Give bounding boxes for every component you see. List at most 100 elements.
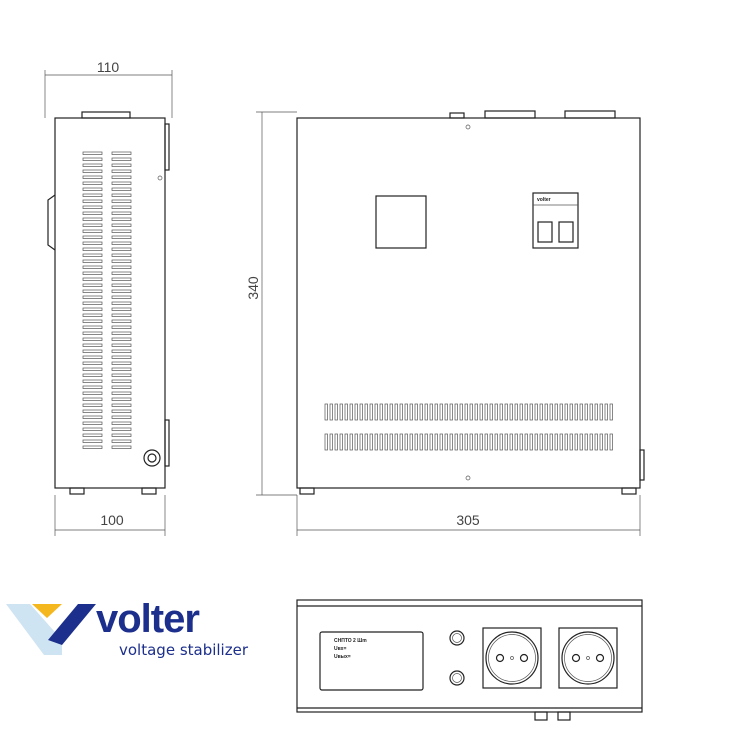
vent-slot xyxy=(374,433,378,451)
vent-slot xyxy=(444,433,448,451)
vent-slot xyxy=(82,253,103,257)
vent-slot xyxy=(324,403,328,421)
vent-slot xyxy=(609,403,613,421)
vent-slot xyxy=(82,295,103,299)
vent-slot xyxy=(354,433,358,451)
vent-slot xyxy=(474,433,478,451)
vent-slot xyxy=(82,355,103,359)
vent-slot xyxy=(111,397,132,401)
vent-slot xyxy=(494,403,498,421)
vent-slot xyxy=(509,433,513,451)
vent-slot xyxy=(564,403,568,421)
vent-slot xyxy=(82,427,103,431)
vent-slot xyxy=(111,361,132,365)
vent-slot xyxy=(111,349,132,353)
vent-slot xyxy=(434,433,438,451)
vent-slot xyxy=(349,433,353,451)
vent-slot xyxy=(111,373,132,377)
vent-slot xyxy=(389,403,393,421)
vent-slot xyxy=(584,433,588,451)
vent-slot xyxy=(111,307,132,311)
vent-slot xyxy=(484,403,488,421)
vent-slot xyxy=(359,403,363,421)
vent-slot xyxy=(479,433,483,451)
vent-slot xyxy=(344,433,348,451)
vent-slot xyxy=(334,403,338,421)
vent-slot xyxy=(584,403,588,421)
vent-slot xyxy=(464,433,468,451)
vent-slot xyxy=(111,289,132,293)
vent-slot xyxy=(111,391,132,395)
vent-slot xyxy=(534,433,538,451)
vent-slot xyxy=(82,271,103,275)
display-line: Uвх= xyxy=(334,646,346,652)
side-vents xyxy=(82,151,132,449)
vent-slot xyxy=(111,343,132,347)
dimension-lines: 110 100 340 305 xyxy=(44,59,641,536)
vent-slot xyxy=(344,403,348,421)
vent-slot xyxy=(111,265,132,269)
vent-slot xyxy=(111,253,132,257)
vent-slot xyxy=(334,433,338,451)
vent-slot xyxy=(499,403,503,421)
vent-slot xyxy=(439,433,443,451)
vent-slot xyxy=(409,403,413,421)
vent-slot xyxy=(82,325,103,329)
vent-slot xyxy=(82,373,103,377)
vent-slot xyxy=(509,403,513,421)
vent-slot xyxy=(379,403,383,421)
vent-slot xyxy=(82,259,103,263)
vent-slot xyxy=(82,331,103,335)
dim-side-bottom: 100 xyxy=(100,512,124,528)
vent-slot xyxy=(479,403,483,421)
vent-slot xyxy=(111,301,132,305)
vent-slot xyxy=(464,403,468,421)
vent-slot xyxy=(82,277,103,281)
vent-slot xyxy=(82,421,103,425)
vent-slot xyxy=(111,433,132,437)
vent-slot xyxy=(594,433,598,451)
vent-slot xyxy=(82,217,103,221)
vent-slot xyxy=(599,403,603,421)
vent-slot xyxy=(449,403,453,421)
vent-slot xyxy=(424,403,428,421)
vent-slot xyxy=(82,169,103,173)
vent-slot xyxy=(339,403,343,421)
vent-slot xyxy=(111,337,132,341)
vent-slot xyxy=(111,385,132,389)
vent-slot xyxy=(82,319,103,323)
vent-slot xyxy=(609,433,613,451)
vent-slot xyxy=(329,403,333,421)
vent-slot xyxy=(111,163,132,167)
vent-slot xyxy=(111,367,132,371)
vent-slot xyxy=(379,433,383,451)
vent-slot xyxy=(111,409,132,413)
vent-slot xyxy=(504,403,508,421)
vent-slot xyxy=(579,403,583,421)
vent-slot xyxy=(484,433,488,451)
vent-slot xyxy=(549,403,553,421)
vent-slot xyxy=(519,433,523,451)
vent-slot xyxy=(82,439,103,443)
vent-slot xyxy=(524,433,528,451)
vent-slot xyxy=(504,433,508,451)
vent-slot xyxy=(574,403,578,421)
vent-slot xyxy=(111,439,132,443)
vent-slot xyxy=(434,403,438,421)
display-window xyxy=(375,195,427,249)
vent-slot xyxy=(82,361,103,365)
vent-slot xyxy=(82,229,103,233)
breaker-label: volter xyxy=(537,197,551,203)
vent-slot xyxy=(82,289,103,293)
vent-slot xyxy=(111,241,132,245)
vent-slot xyxy=(529,403,533,421)
vent-slot xyxy=(474,403,478,421)
vent-slot xyxy=(429,403,433,421)
vent-slot xyxy=(539,433,543,451)
vent-slot xyxy=(82,385,103,389)
vent-slot xyxy=(82,175,103,179)
vent-slot xyxy=(589,403,593,421)
vent-slot xyxy=(359,433,363,451)
vent-slot xyxy=(111,223,132,227)
knob xyxy=(449,670,465,686)
